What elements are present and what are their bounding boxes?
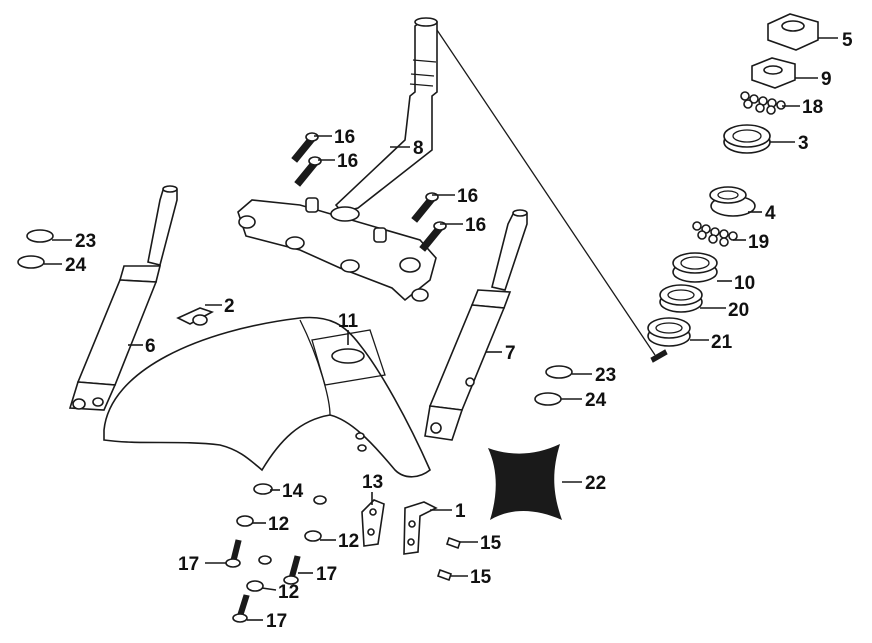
- label-part-2: 2: [224, 296, 235, 317]
- steering-stem: [237, 17, 438, 302]
- label-part-16c: 16: [457, 186, 478, 207]
- label-part-15a: 15: [480, 533, 502, 554]
- label-part-18: 18: [802, 97, 823, 118]
- label-part-7: 7: [505, 343, 516, 364]
- label-part-3: 3: [798, 133, 809, 154]
- label-part-14: 14: [282, 481, 304, 502]
- seal-23-right: [545, 365, 573, 379]
- front-fender: [103, 316, 431, 478]
- seal-24-right: [534, 392, 562, 406]
- fork-leg-right: [424, 209, 528, 441]
- label-part-15b: 15: [470, 567, 492, 588]
- label-part-24b: 24: [585, 390, 607, 411]
- label-part-20: 20: [728, 300, 749, 321]
- seal-24-left: [17, 255, 45, 269]
- label-part-12b: 12: [338, 531, 359, 552]
- label-part-12a: 12: [268, 514, 289, 535]
- label-part-16b: 16: [337, 151, 358, 172]
- label-part-16a: 16: [334, 127, 355, 148]
- part-2-clip: [176, 307, 214, 326]
- bearing-stack: [647, 13, 819, 363]
- label-part-16d: 16: [465, 215, 486, 236]
- label-part-12c: 12: [278, 582, 299, 603]
- ball-bearings-18: [740, 91, 786, 115]
- label-part-23a: 23: [75, 231, 96, 252]
- bolt-16-group: [291, 132, 447, 252]
- part-labels: 5 9 18 3 4 19 10 20 21 8 16 16 16 16 23 …: [65, 30, 853, 632]
- label-part-4: 4: [765, 203, 776, 224]
- label-part-5: 5: [842, 30, 853, 51]
- label-part-9: 9: [821, 69, 832, 90]
- seal-23-left: [26, 229, 54, 243]
- label-part-10: 10: [734, 273, 755, 294]
- ball-bearings-19: [692, 221, 738, 247]
- label-part-13: 13: [362, 472, 383, 493]
- lower-hardware: [225, 483, 462, 623]
- label-part-24a: 24: [65, 255, 87, 276]
- label-part-17c: 17: [266, 611, 287, 632]
- label-part-8: 8: [413, 138, 424, 159]
- label-part-17a: 17: [178, 554, 199, 575]
- label-part-21: 21: [711, 332, 733, 353]
- rubber-pad-22: [488, 444, 562, 520]
- label-part-1: 1: [455, 501, 466, 522]
- label-part-17b: 17: [316, 564, 337, 585]
- leader-lines: [44, 37, 838, 621]
- fork-leg-left: [68, 185, 178, 411]
- label-part-19: 19: [748, 232, 769, 253]
- label-part-11: 11: [338, 311, 359, 332]
- stem-axis-line: [436, 29, 656, 356]
- label-part-6: 6: [145, 336, 156, 357]
- label-part-22: 22: [585, 473, 606, 494]
- label-part-23b: 23: [595, 365, 616, 386]
